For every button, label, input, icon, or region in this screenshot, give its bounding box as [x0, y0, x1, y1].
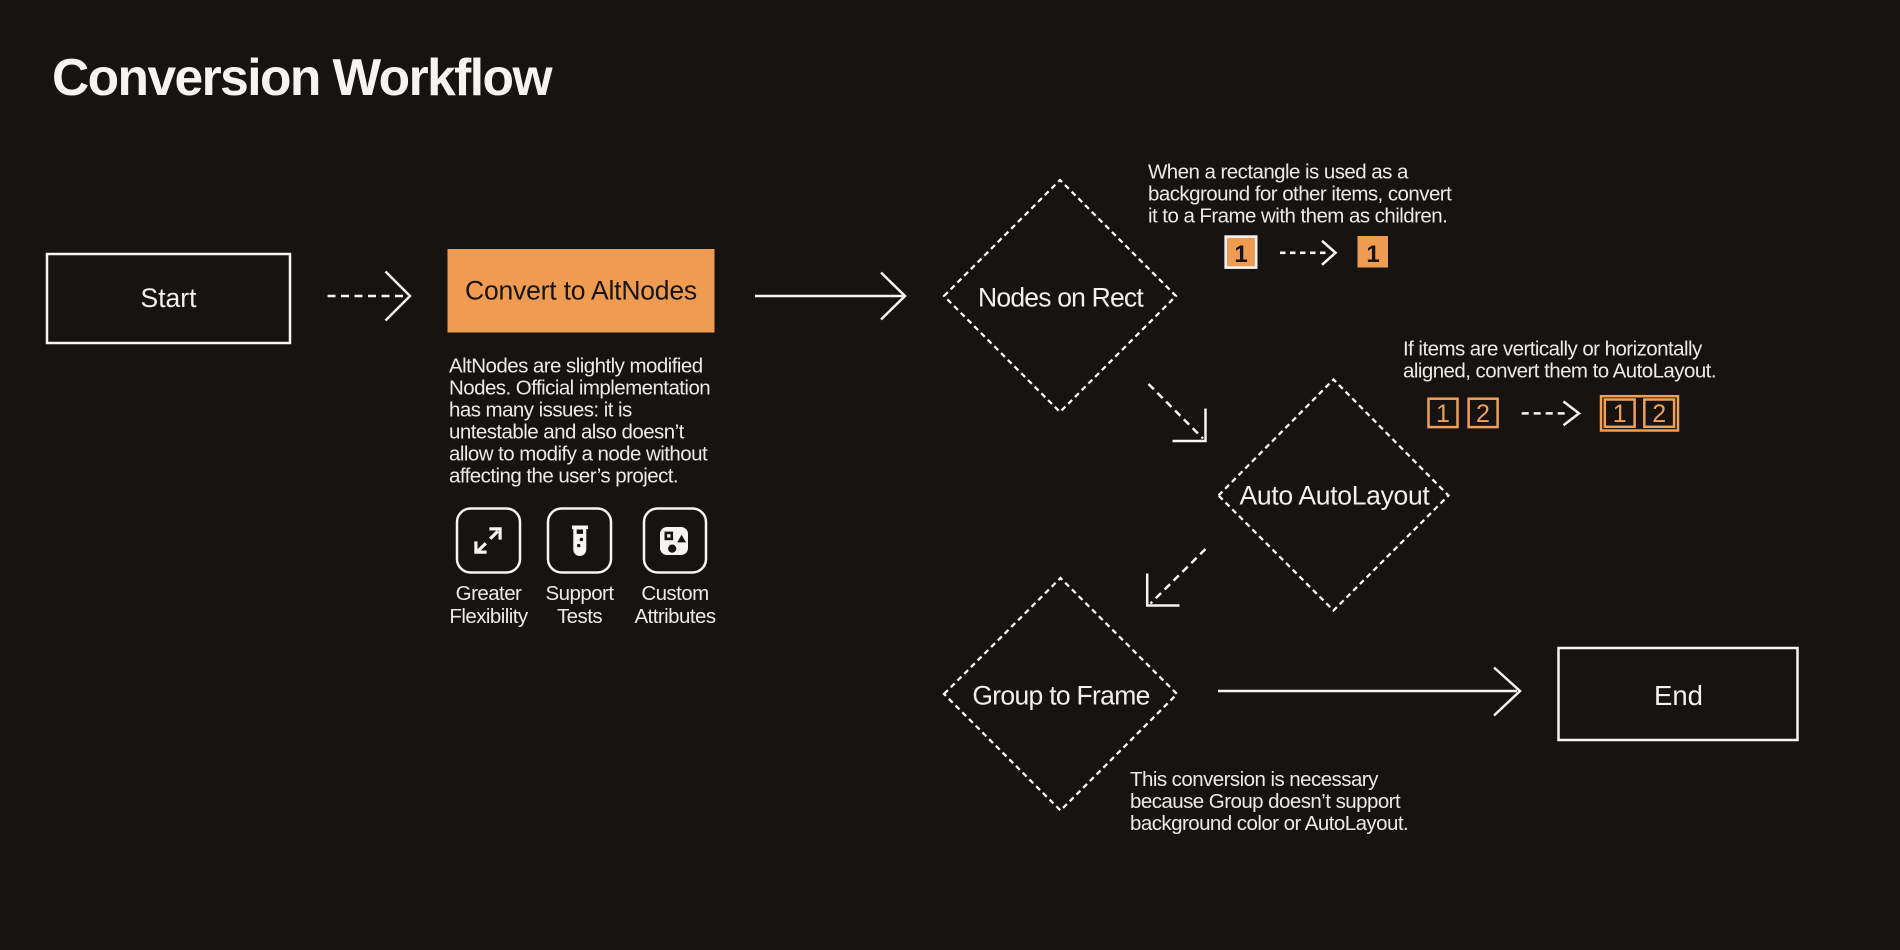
svg-text:background for other items, co: background for other items, convert — [1148, 183, 1452, 206]
svg-text:2: 2 — [1476, 400, 1490, 428]
svg-text:allow to modify a node without: allow to modify a node without — [449, 443, 708, 466]
svg-text:2: 2 — [1652, 400, 1666, 428]
svg-text:untestable and also doesn’t: untestable and also doesn’t — [449, 421, 685, 444]
svg-text:Convert to AltNodes: Convert to AltNodes — [465, 276, 697, 306]
svg-text:affecting the user’s project.: affecting the user’s project. — [449, 465, 678, 488]
svg-text:AltNodes are slightly modified: AltNodes are slightly modified — [449, 355, 703, 378]
svg-text:Tests: Tests — [557, 605, 602, 628]
svg-text:Auto AutoLayout: Auto AutoLayout — [1240, 481, 1431, 511]
svg-text:Nodes. Official implementation: Nodes. Official implementation — [449, 377, 710, 400]
svg-text:Attributes: Attributes — [634, 605, 715, 628]
svg-text:1: 1 — [1613, 400, 1627, 428]
svg-text:aligned, convert them to AutoL: aligned, convert them to AutoLayout. — [1403, 360, 1716, 383]
svg-text:This conversion is necessary: This conversion is necessary — [1130, 768, 1379, 791]
svg-text:has many issues: it is: has many issues: it is — [449, 399, 632, 422]
svg-text:When a rectangle is used as a: When a rectangle is used as a — [1148, 161, 1409, 184]
svg-text:because Group doesn’t support: because Group doesn’t support — [1130, 790, 1401, 813]
svg-text:If items are vertically or hor: If items are vertically or horizontally — [1403, 338, 1703, 361]
svg-text:1: 1 — [1366, 241, 1379, 268]
svg-text:Support: Support — [546, 582, 615, 605]
svg-text:Custom: Custom — [641, 582, 708, 605]
svg-text:background color or AutoLayout: background color or AutoLayout. — [1130, 812, 1408, 835]
svg-text:Start: Start — [141, 283, 198, 313]
svg-text:Group to Frame: Group to Frame — [972, 681, 1149, 711]
svg-text:Nodes on Rect: Nodes on Rect — [978, 283, 1144, 313]
svg-text:1: 1 — [1234, 241, 1247, 268]
svg-text:Greater: Greater — [456, 582, 522, 605]
svg-text:End: End — [1654, 680, 1703, 711]
svg-text:Flexibility: Flexibility — [449, 605, 529, 628]
svg-text:1: 1 — [1436, 400, 1450, 428]
svg-text:Conversion Workflow: Conversion Workflow — [52, 48, 553, 106]
svg-text:it to a Frame with them as chi: it to a Frame with them as children. — [1148, 205, 1447, 228]
